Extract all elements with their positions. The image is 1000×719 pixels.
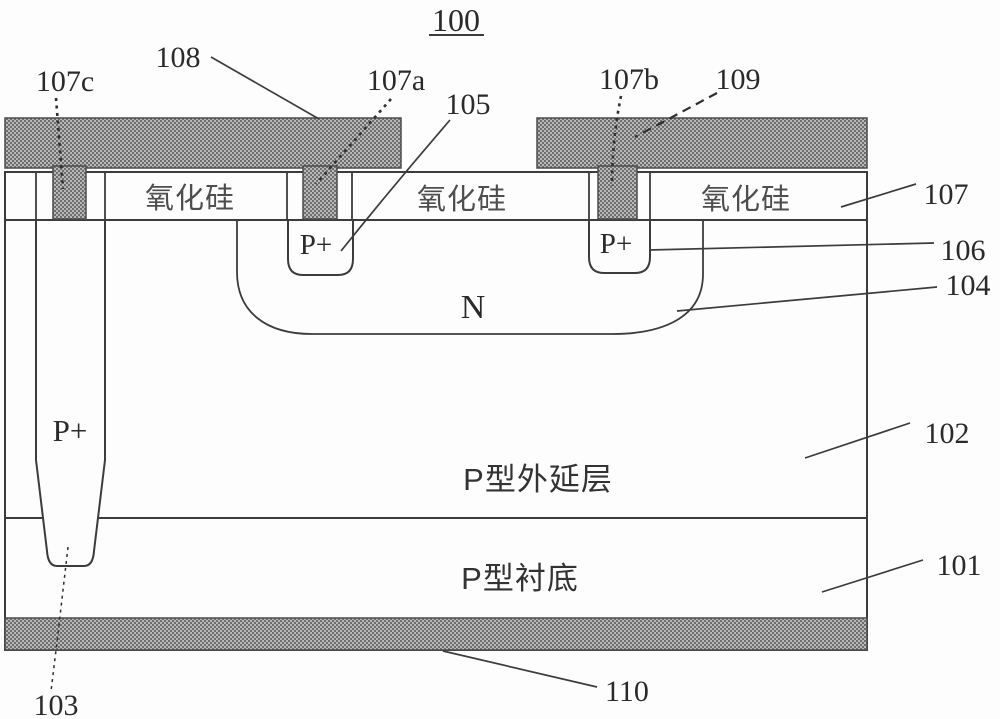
pplus-well-left-outline — [287, 221, 354, 276]
n-well-outline — [236, 221, 704, 335]
leader-103 — [50, 546, 69, 692]
label-104: 104 — [946, 269, 991, 302]
label-105: 105 — [446, 88, 491, 121]
oxide-label-mid: 氧化硅 — [417, 183, 507, 216]
leader-105 — [340, 119, 451, 252]
label-109: 109 — [716, 63, 761, 96]
leader-101 — [821, 559, 924, 593]
n-well-label: N — [461, 289, 486, 326]
top-electrode-metal-left — [4, 117, 402, 169]
leader-107c — [54, 97, 65, 190]
contact-plug-107b — [597, 165, 638, 220]
contact-plug-107a — [302, 165, 338, 220]
pplus-trench-label: P+ — [53, 413, 88, 448]
label-103: 103 — [34, 689, 79, 719]
top-electrode-metal-right — [536, 117, 868, 169]
pplus-well-right-label: P+ — [600, 228, 632, 260]
leader-108 — [210, 56, 320, 120]
label-102: 102 — [925, 417, 970, 450]
oxide-label-right: 氧化硅 — [701, 183, 791, 216]
figure-title: 100 — [432, 2, 480, 38]
contact-plug-107c — [52, 165, 87, 220]
label-106: 106 — [941, 234, 986, 267]
leader-107b — [610, 95, 623, 187]
deep-pplus-trench-outline — [35, 221, 106, 567]
label-107: 107 — [924, 178, 969, 211]
label-101: 101 — [937, 549, 982, 582]
label-110: 110 — [605, 675, 649, 708]
leader-104 — [676, 286, 938, 312]
oxide-label-left: 氧化硅 — [145, 182, 235, 215]
label-107b: 107b — [599, 63, 659, 96]
p-substrate-label: P型衬底 — [461, 561, 579, 596]
leader-102 — [804, 422, 911, 459]
label-107c: 107c — [36, 65, 94, 98]
pplus-well-left-label: P+ — [300, 229, 332, 261]
pplus-well-right-outline — [588, 221, 651, 274]
label-108: 108 — [156, 41, 201, 74]
label-107a: 107a — [367, 64, 425, 97]
leader-109 — [634, 92, 718, 138]
leader-106 — [648, 242, 935, 251]
bottom-electrode-metal — [4, 617, 868, 651]
leader-110 — [442, 650, 598, 688]
p-epitaxial-layer-label: P型外延层 — [463, 462, 613, 497]
device-body-outline — [4, 171, 868, 651]
leader-107 — [840, 183, 917, 208]
